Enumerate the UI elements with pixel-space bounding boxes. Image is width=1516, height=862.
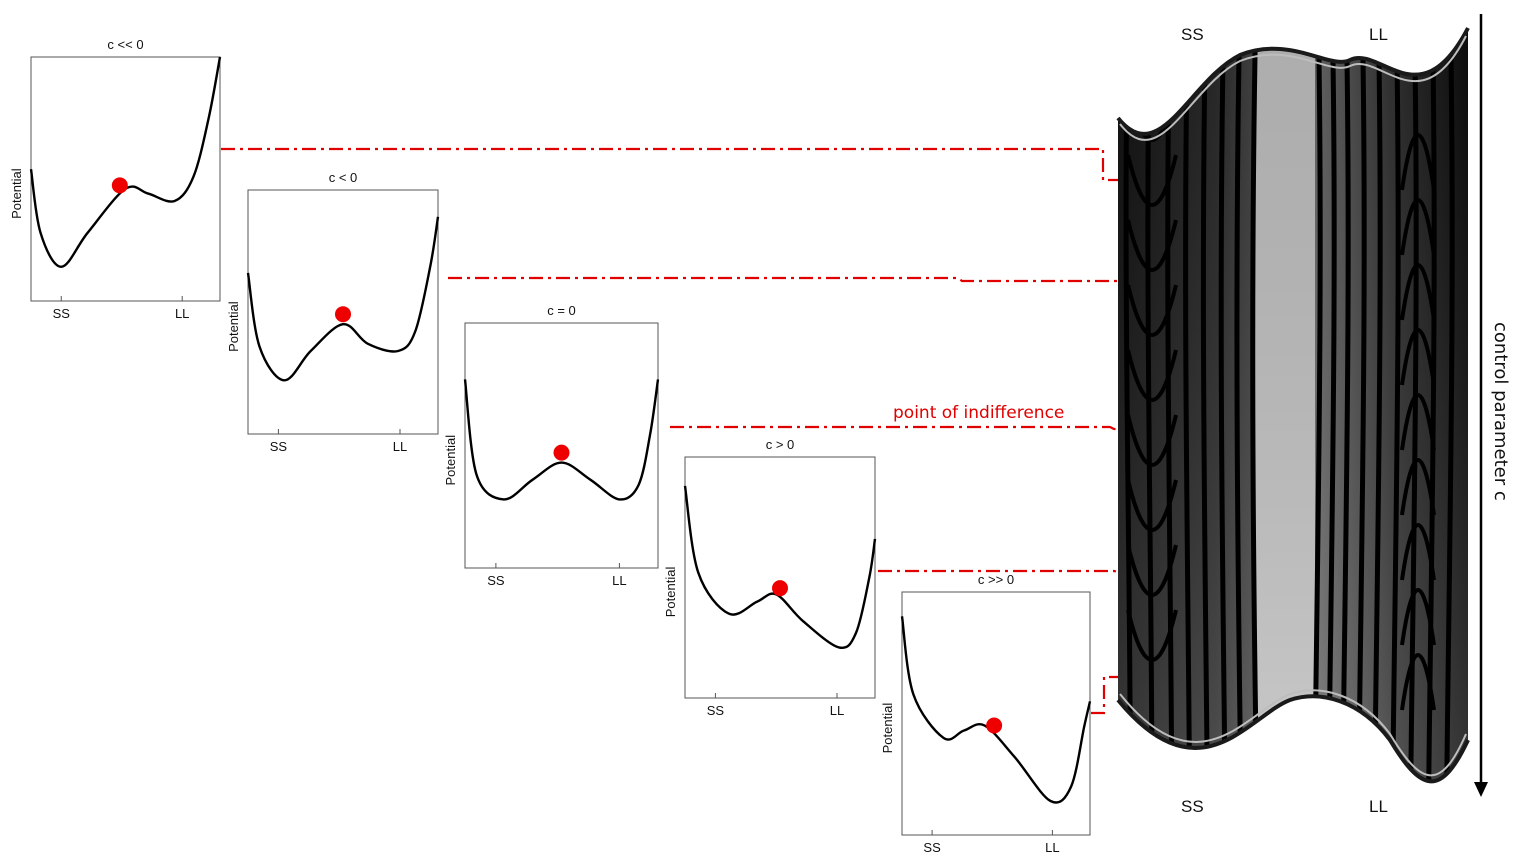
surface-band xyxy=(1400,133,1436,191)
potential-curve xyxy=(246,216,440,382)
surface-top-label-ss: SS xyxy=(1181,25,1204,44)
surface-band xyxy=(1126,284,1178,337)
potential-curve xyxy=(463,379,660,501)
surface-band xyxy=(1126,154,1178,207)
x-tick-label: LL xyxy=(1045,840,1059,855)
control-arrow-head xyxy=(1474,782,1488,797)
surface-band xyxy=(1126,609,1178,662)
panel-title: c > 0 xyxy=(766,437,795,452)
indifference-label: point of indifference xyxy=(893,403,1064,423)
panel-title: c < 0 xyxy=(329,170,358,185)
surface-bottom-label-ss: SS xyxy=(1181,797,1204,816)
surface-contour-line xyxy=(1183,28,1193,782)
surface-bottom-label-ll: LL xyxy=(1369,797,1388,816)
potential-curve xyxy=(683,485,877,650)
y-axis-label: Potential xyxy=(226,301,241,352)
x-tick-label: LL xyxy=(830,703,844,718)
panel-frame xyxy=(30,56,221,302)
surface-band xyxy=(1126,414,1178,467)
potential-curve xyxy=(29,56,222,269)
cusp-surface xyxy=(1116,27,1470,784)
surface-band xyxy=(1126,219,1178,272)
x-tick-label: LL xyxy=(612,573,626,588)
surface-band xyxy=(1400,523,1436,581)
y-axis-label: Potential xyxy=(880,703,895,754)
y-axis-label: Potential xyxy=(9,168,24,219)
surface-band xyxy=(1400,263,1436,321)
state-ball xyxy=(986,717,1003,734)
surface-edge-highlight xyxy=(1119,35,1467,777)
y-axis-label: Potential xyxy=(443,435,458,486)
surface-band xyxy=(1400,458,1436,516)
surface-contour-line xyxy=(1443,28,1455,782)
panel-frame xyxy=(684,456,876,699)
surface-band xyxy=(1400,328,1436,386)
x-tick-label: SS xyxy=(923,840,941,855)
panel-title: c = 0 xyxy=(547,303,576,318)
y-axis-label: Potential xyxy=(663,567,678,618)
surface-contour-line xyxy=(1407,28,1419,782)
x-tick-label: SS xyxy=(707,703,725,718)
surface-band xyxy=(1400,653,1436,711)
surface-band xyxy=(1400,198,1436,256)
potential-curve xyxy=(900,616,1092,804)
x-tick-label: SS xyxy=(53,306,71,321)
state-ball xyxy=(111,177,128,194)
x-tick-label: SS xyxy=(487,573,505,588)
panel-title: c << 0 xyxy=(107,37,143,52)
x-tick-label: LL xyxy=(393,439,407,454)
guide-line-1 xyxy=(221,147,1468,182)
state-ball xyxy=(335,306,351,323)
surface-band xyxy=(1126,544,1178,597)
surface-band xyxy=(1126,479,1178,532)
x-tick-label: LL xyxy=(175,306,189,321)
guide-line-5 xyxy=(1091,675,1468,715)
state-ball xyxy=(553,444,570,461)
panel-frame xyxy=(901,591,1091,836)
x-tick-label: SS xyxy=(270,439,288,454)
surface-band xyxy=(1126,349,1178,402)
panel-title: c >> 0 xyxy=(978,572,1014,587)
state-ball xyxy=(772,580,788,597)
surface-band xyxy=(1400,588,1436,646)
control-parameter-label: control parameter c xyxy=(1490,322,1511,501)
surface-edge xyxy=(1116,27,1470,784)
surface-top-label-ll: LL xyxy=(1369,25,1388,44)
surface-band xyxy=(1400,393,1436,451)
